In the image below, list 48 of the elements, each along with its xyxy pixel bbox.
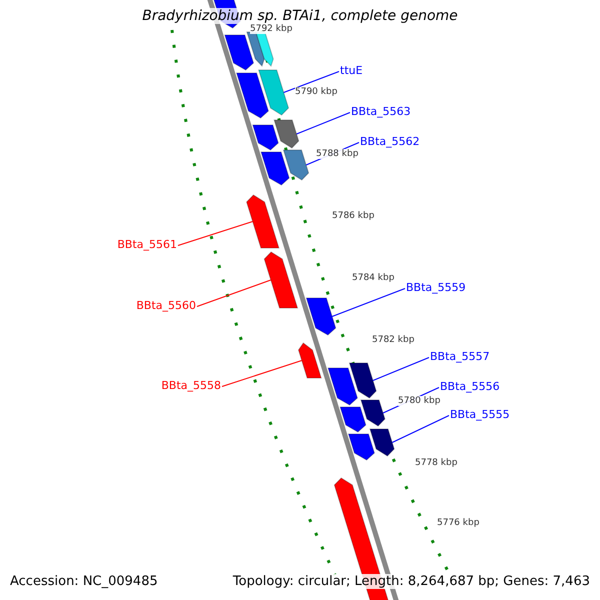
gene-label: ttuE: [340, 64, 363, 77]
position-label: 5782 kbp: [372, 335, 414, 345]
gene-block: [258, 70, 290, 116]
gene-block: [360, 400, 386, 427]
gene-block: [298, 342, 322, 378]
gene-label: BBta_5555: [450, 408, 510, 421]
gene-block: [348, 434, 375, 461]
gene-block: [246, 194, 280, 248]
gene-block: [260, 152, 290, 186]
leader-line: [392, 415, 450, 443]
leader-line: [283, 71, 340, 93]
gene-label: BBta_5560: [136, 299, 196, 312]
position-label: 5778 kbp: [415, 458, 458, 468]
position-label: 5780 kbp: [398, 396, 440, 406]
gene-label: BBta_5559: [406, 281, 466, 294]
leader-line: [296, 112, 350, 134]
title: Bradyrhizobium sp. BTAi1, complete genome: [142, 8, 458, 24]
gene-label: BBta_5562: [360, 135, 420, 148]
position-label: 5784 kbp: [352, 273, 394, 283]
position-label: 5792 kbp: [250, 24, 292, 34]
leader-line: [178, 221, 254, 246]
gene-label: BBta_5557: [430, 350, 490, 363]
gene-block: [327, 368, 358, 406]
position-label: 5776 kbp: [437, 518, 480, 528]
gene-label: BBta_5563: [351, 105, 411, 118]
gene-block: [340, 406, 366, 433]
accession-text: Accession: NC_009485: [10, 574, 158, 589]
gene-block: [236, 72, 269, 119]
position-label: 5788 kbp: [316, 149, 358, 159]
position-label: 5786 kbp: [332, 211, 374, 221]
gene-label: BBta_5561: [117, 238, 177, 251]
gene-block: [264, 251, 298, 308]
gene-block: [255, 32, 274, 67]
gene-block: [224, 34, 254, 71]
gene-block: [369, 428, 395, 457]
gene-label: BBta_5558: [161, 379, 221, 392]
leader-line: [196, 280, 272, 307]
leader-line: [372, 357, 430, 381]
gene-block: [274, 120, 300, 149]
leader-line: [222, 360, 302, 387]
leader-line: [332, 288, 406, 317]
gene-block: [306, 298, 336, 336]
gene-block: [348, 362, 377, 399]
gene-label: BBta_5556: [440, 380, 500, 393]
gene-block: [252, 124, 279, 151]
position-label: 5790 kbp: [295, 87, 338, 97]
genome-info-text: Topology: circular; Length: 8,264,687 bp; Genes: 7,463: [232, 574, 590, 589]
gene-block: [282, 150, 310, 181]
